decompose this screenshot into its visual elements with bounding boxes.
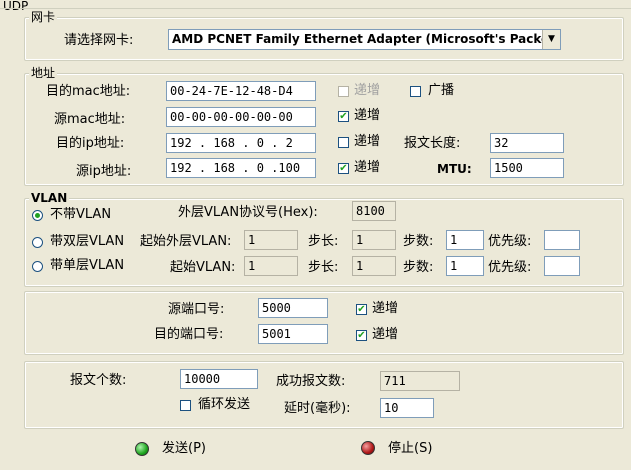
dst-ip-inc-label: 递增	[354, 134, 381, 149]
mtu-label: MTU:	[437, 162, 472, 176]
src-port-inc-label: 递增	[372, 301, 399, 316]
step2-label: 步长:	[308, 260, 339, 275]
success-count-field: 711	[380, 371, 460, 391]
loop-send-label: 循环发送	[198, 397, 251, 412]
pkt-count-field[interactable]: 10000	[180, 369, 258, 389]
step1-label: 步长:	[308, 234, 339, 249]
count1-label: 步数:	[403, 234, 434, 249]
outer-proto-field[interactable]: 8100	[352, 201, 396, 221]
pkt-count-label: 报文个数:	[70, 373, 127, 388]
src-port-label: 源端口号:	[168, 302, 225, 317]
title-divider	[0, 8, 631, 9]
dst-ip-inc-checkbox[interactable]	[338, 137, 349, 148]
dst-mac-label: 目的mac地址:	[46, 84, 131, 99]
panel-title: UDP	[3, 0, 29, 13]
src-port-inc-checkbox[interactable]: ✔	[356, 304, 367, 315]
dst-ip-label: 目的ip地址:	[56, 136, 125, 151]
count1-field[interactable]: 1	[446, 230, 484, 250]
double-vlan-label: 带双层VLAN	[50, 234, 125, 249]
src-mac-inc-checkbox[interactable]: ✔	[338, 111, 349, 122]
src-mac-inc-label: 递增	[354, 108, 381, 123]
src-ip-label: 源ip地址:	[76, 164, 132, 179]
send-button[interactable]: 发送(P)	[130, 438, 220, 460]
no-vlan-radio[interactable]	[32, 210, 43, 221]
nic-select[interactable]: AMD PCNET Family Ethernet Adapter (Micro…	[168, 29, 561, 50]
step1-field[interactable]: 1	[352, 230, 396, 250]
radio-selected-dot	[35, 213, 40, 218]
success-count-label: 成功报文数:	[276, 374, 346, 389]
no-vlan-label: 不带VLAN	[50, 207, 112, 222]
broadcast-checkbox[interactable]	[410, 86, 421, 97]
nic-legend: 网卡	[29, 10, 58, 24]
double-vlan-radio[interactable]	[32, 237, 43, 248]
address-group	[24, 73, 624, 186]
green-circle-icon	[135, 442, 149, 456]
broadcast-label: 广播	[428, 83, 455, 98]
address-legend: 地址	[29, 66, 58, 80]
count2-field[interactable]: 1	[446, 256, 484, 276]
single-vlan-radio[interactable]	[32, 261, 43, 272]
start-vlan-field[interactable]: 1	[244, 256, 298, 276]
mtu-field[interactable]: 1500	[490, 158, 564, 178]
delay-label: 延时(毫秒):	[284, 401, 351, 416]
prio1-label: 优先级:	[488, 234, 532, 249]
dst-port-field[interactable]: 5001	[258, 324, 328, 344]
dst-port-inc-checkbox[interactable]: ✔	[356, 330, 367, 341]
delay-field[interactable]: 10	[380, 398, 434, 418]
start-outer-vlan-label: 起始外层VLAN:	[140, 234, 232, 249]
src-mac-field[interactable]: 00-00-00-00-00-00	[166, 107, 316, 127]
prio2-label: 优先级:	[488, 260, 532, 275]
step2-field[interactable]: 1	[352, 256, 396, 276]
nic-label: 请选择网卡:	[64, 33, 134, 48]
dst-mac-inc-checkbox[interactable]	[338, 86, 349, 97]
chevron-down-icon[interactable]: ▼	[542, 30, 560, 49]
vlan-group	[24, 198, 624, 287]
prio1-field[interactable]	[544, 230, 580, 250]
dst-mac-inc-label: 递增	[354, 83, 381, 98]
start-vlan-label: 起始VLAN:	[170, 260, 236, 275]
pkt-len-field[interactable]: 32	[490, 133, 564, 153]
vlan-legend: VLAN	[29, 191, 70, 205]
start-outer-vlan-field[interactable]: 1	[244, 230, 298, 250]
loop-send-checkbox[interactable]	[180, 400, 191, 411]
dst-port-label: 目的端口号:	[154, 327, 224, 342]
src-port-field[interactable]: 5000	[258, 298, 328, 318]
nic-group	[24, 17, 624, 61]
red-circle-icon	[361, 441, 375, 455]
send-button-label: 发送(P)	[162, 441, 206, 456]
src-ip-inc-checkbox[interactable]: ✔	[338, 163, 349, 174]
count2-label: 步数:	[403, 260, 434, 275]
send-group	[24, 361, 624, 429]
stop-button-label: 停止(S)	[388, 441, 433, 456]
outer-proto-label: 外层VLAN协议号(Hex):	[178, 205, 318, 220]
prio2-field[interactable]	[544, 256, 580, 276]
stop-button[interactable]: 停止(S)	[356, 438, 446, 460]
dst-mac-field[interactable]: 00-24-7E-12-48-D4	[166, 81, 316, 101]
dst-port-inc-label: 递增	[372, 327, 399, 342]
ports-group	[24, 291, 624, 355]
src-ip-inc-label: 递增	[354, 160, 381, 175]
pkt-len-label: 报文长度:	[404, 136, 461, 151]
src-mac-label: 源mac地址:	[54, 112, 126, 127]
dst-ip-field[interactable]: 192 . 168 . 0 . 2	[166, 133, 316, 153]
nic-selected-value: AMD PCNET Family Ethernet Adapter (Micro…	[172, 32, 555, 46]
single-vlan-label: 带单层VLAN	[50, 258, 125, 273]
src-ip-field[interactable]: 192 . 168 . 0 .100	[166, 158, 316, 178]
